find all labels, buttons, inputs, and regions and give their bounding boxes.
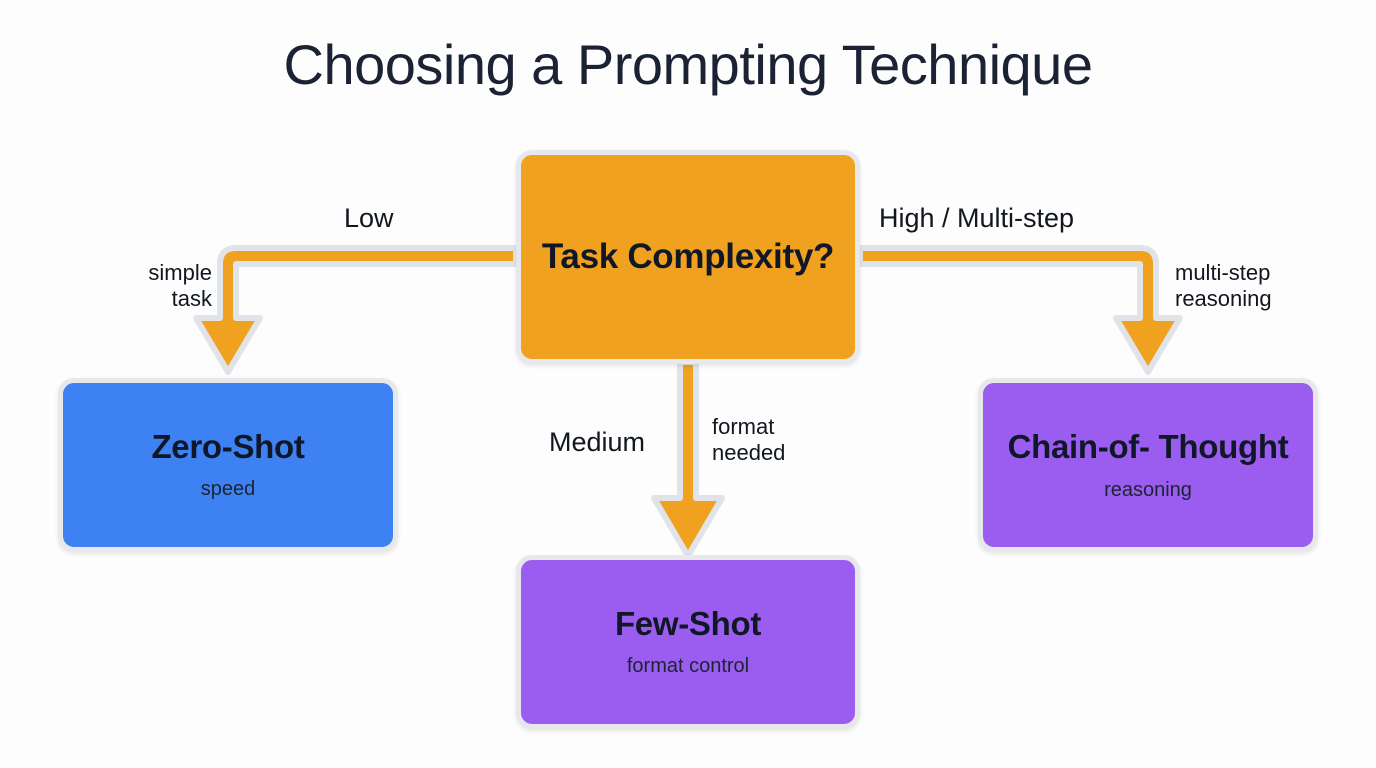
node-zero-shot-subtitle: speed [200,478,256,501]
node-zero-shot-title: Zero-Shot [151,427,305,465]
page-title: Choosing a Prompting Technique [283,33,1093,96]
node-task-complexity-title: Task Complexity? [541,236,835,276]
node-few-shot[interactable]: Few-Shot format control [516,555,860,729]
node-chain-of-thought-title: Chain-of- Thought [1007,427,1289,465]
node-zero-shot[interactable]: Zero-Shot speed [58,378,398,552]
edge-arrow-left [193,245,519,375]
node-few-shot-title: Few-Shot [614,604,762,642]
edge-arrow-right [857,245,1183,375]
edge-label-low: Low [344,203,394,233]
edge-annotation-simple-task: simple task [148,260,212,311]
edge-arrow-middle [651,359,725,559]
node-chain-of-thought-subtitle: reasoning [1104,479,1192,502]
edge-label-high-multi-step: High / Multi-step [879,203,1075,233]
node-few-shot-subtitle: format control [626,655,750,678]
edge-annotation-multi-step-reasoning: multi-step reasoning [1175,260,1272,311]
node-task-complexity[interactable]: Task Complexity? [516,150,860,364]
node-chain-of-thought[interactable]: Chain-of- Thought reasoning [978,378,1318,552]
edge-label-medium: Medium [549,427,646,457]
edge-annotation-format-needed: format needed [712,414,786,465]
